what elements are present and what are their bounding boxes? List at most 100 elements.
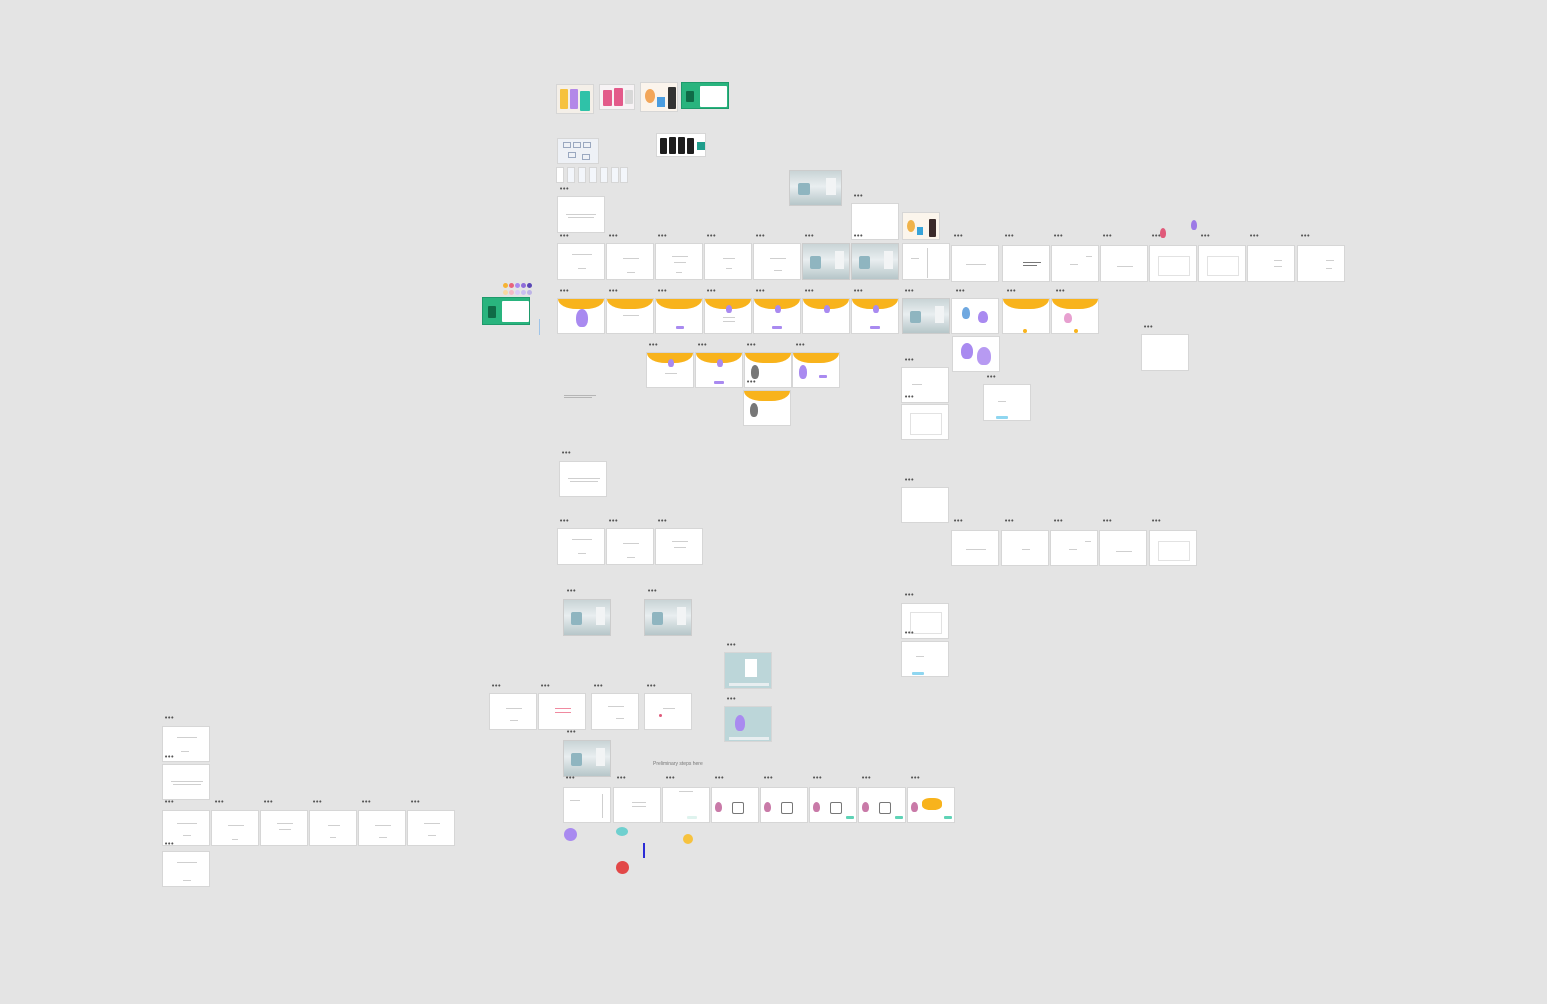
feedback-screen[interactable] — [662, 787, 710, 823]
wire-screen[interactable] — [613, 787, 661, 823]
feedback-screen[interactable] — [907, 787, 955, 823]
strip-screen[interactable] — [611, 167, 619, 183]
onboarding-screen[interactable] — [743, 390, 791, 426]
onboarding-screen[interactable] — [744, 352, 792, 388]
feedback-screen[interactable] — [858, 787, 906, 823]
palette-swatch[interactable] — [527, 283, 532, 288]
palette-swatch[interactable] — [527, 290, 532, 295]
frame-menu-icon[interactable]: ••• — [1200, 232, 1210, 240]
wire-screen[interactable] — [655, 528, 703, 565]
wire-screen[interactable] — [260, 810, 308, 846]
frame-menu-icon[interactable]: ••• — [565, 774, 575, 782]
frame-menu-icon[interactable]: ••• — [491, 682, 501, 690]
wire-screen[interactable] — [901, 641, 949, 677]
map-screen[interactable] — [724, 706, 772, 742]
frame-menu-icon[interactable]: ••• — [904, 591, 914, 599]
wire-screen[interactable] — [557, 243, 605, 280]
frame-menu-icon[interactable]: ••• — [904, 629, 914, 637]
strip-screen[interactable] — [556, 167, 564, 183]
hospital-screen[interactable] — [644, 599, 692, 636]
hospital-screen[interactable] — [802, 243, 850, 280]
hospital-photo[interactable] — [789, 170, 842, 206]
frame-menu-icon[interactable]: ••• — [410, 798, 420, 806]
palette-swatch[interactable] — [515, 290, 520, 295]
strip-screen[interactable] — [620, 167, 628, 183]
mood-green-banner[interactable] — [681, 82, 729, 109]
frame-menu-icon[interactable]: ••• — [1006, 287, 1016, 295]
wire-screen[interactable] — [1297, 245, 1345, 282]
frame-menu-icon[interactable]: ••• — [904, 356, 914, 364]
mood-image-1[interactable] — [556, 84, 594, 114]
wire-screen[interactable] — [162, 764, 210, 800]
strip-screen[interactable] — [600, 167, 608, 183]
feedback-screen[interactable] — [809, 787, 857, 823]
frame-menu-icon[interactable]: ••• — [559, 517, 569, 525]
character-group[interactable] — [952, 336, 1000, 372]
frame-menu-icon[interactable]: ••• — [1102, 232, 1112, 240]
frame-menu-icon[interactable]: ••• — [164, 714, 174, 722]
wire-screen[interactable] — [591, 693, 639, 730]
wire-screen[interactable] — [162, 810, 210, 846]
frame-menu-icon[interactable]: ••• — [1102, 517, 1112, 525]
frame-menu-icon[interactable]: ••• — [697, 341, 707, 349]
frame-menu-icon[interactable]: ••• — [1004, 232, 1014, 240]
frame-menu-icon[interactable]: ••• — [746, 341, 756, 349]
onboarding-screen[interactable] — [1002, 298, 1050, 334]
wire-screen[interactable] — [162, 851, 210, 887]
onboarding-screen[interactable] — [606, 298, 654, 334]
hospital-screen[interactable] — [563, 740, 611, 777]
sticky-dot-icon[interactable] — [616, 861, 629, 874]
frame-menu-icon[interactable]: ••• — [616, 774, 626, 782]
frame-menu-icon[interactable]: ••• — [540, 682, 550, 690]
frame-menu-icon[interactable]: ••• — [861, 774, 871, 782]
green-banner[interactable] — [482, 297, 530, 325]
frame-menu-icon[interactable]: ••• — [910, 774, 920, 782]
onboarding-screen[interactable] — [1051, 298, 1099, 334]
frame-menu-icon[interactable]: ••• — [1151, 232, 1161, 240]
wire-screen[interactable] — [655, 243, 703, 280]
mood-image-2[interactable] — [599, 84, 635, 110]
wire-screen[interactable] — [753, 243, 801, 280]
frame-menu-icon[interactable]: ••• — [904, 287, 914, 295]
hospital-screen[interactable] — [851, 243, 899, 280]
frame-menu-icon[interactable]: ••• — [608, 232, 618, 240]
wire-screen[interactable] — [1099, 530, 1147, 566]
mood-image-3[interactable] — [640, 82, 678, 112]
palette-swatch[interactable] — [515, 283, 520, 288]
frame-menu-icon[interactable]: ••• — [746, 378, 756, 386]
sitemap-diagram[interactable] — [557, 138, 599, 164]
wire-screen[interactable] — [538, 693, 586, 730]
wire-screen[interactable] — [1002, 245, 1050, 282]
wire-screen[interactable] — [1051, 245, 1099, 282]
frame-menu-icon[interactable]: ••• — [361, 798, 371, 806]
frame-menu-icon[interactable]: ••• — [566, 728, 576, 736]
frame-menu-icon[interactable]: ••• — [312, 798, 322, 806]
frame-menu-icon[interactable]: ••• — [646, 682, 656, 690]
frame-menu-icon[interactable]: ••• — [853, 192, 863, 200]
frame-menu-icon[interactable]: ••• — [812, 774, 822, 782]
wire-screen[interactable] — [1198, 245, 1246, 282]
feedback-screen[interactable] — [760, 787, 808, 823]
frame-menu-icon[interactable]: ••• — [561, 449, 571, 457]
frame-menu-icon[interactable]: ••• — [1055, 287, 1065, 295]
frame-menu-icon[interactable]: ••• — [904, 476, 914, 484]
frame-menu-icon[interactable]: ••• — [657, 287, 667, 295]
frame-menu-icon[interactable]: ••• — [1053, 517, 1063, 525]
onboarding-screen[interactable] — [704, 298, 752, 334]
frame-menu-icon[interactable]: ••• — [164, 840, 174, 848]
wire-screen[interactable] — [901, 603, 949, 639]
frame-menu-icon[interactable]: ••• — [648, 341, 658, 349]
map-screen[interactable] — [724, 652, 772, 689]
frame-menu-icon[interactable]: ••• — [214, 798, 224, 806]
frame-menu-icon[interactable]: ••• — [853, 232, 863, 240]
wire-screen[interactable] — [1247, 245, 1295, 282]
palette-swatch[interactable] — [521, 290, 526, 295]
palette-swatch[interactable] — [521, 283, 526, 288]
strip-screen[interactable] — [578, 167, 586, 183]
frame-menu-icon[interactable]: ••• — [1004, 517, 1014, 525]
frame-menu-icon[interactable]: ••• — [1053, 232, 1063, 240]
wire-screen[interactable] — [407, 810, 455, 846]
frame-menu-icon[interactable]: ••• — [164, 753, 174, 761]
frame-menu-icon[interactable]: ••• — [559, 185, 569, 193]
onboarding-screen[interactable] — [655, 298, 703, 334]
